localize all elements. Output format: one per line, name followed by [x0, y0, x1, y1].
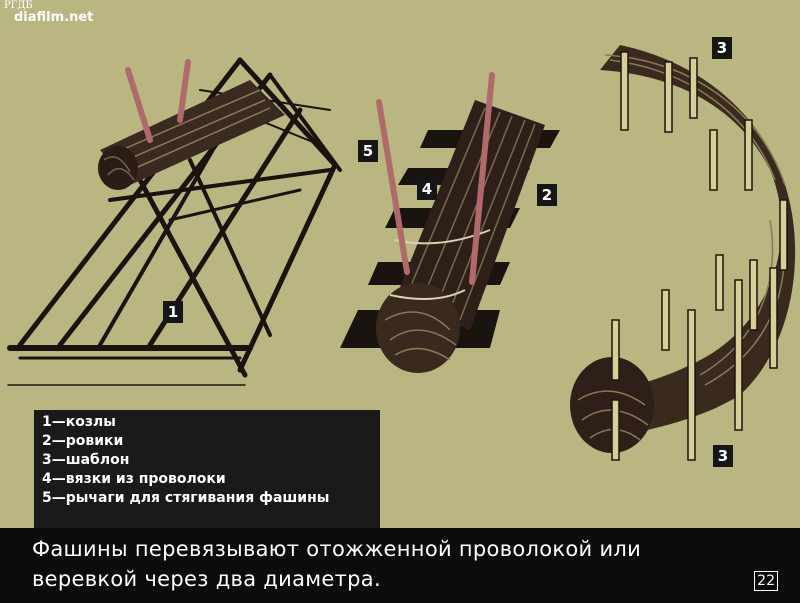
- trestle-levers: [125, 59, 191, 143]
- legend-panel: 1—козлы 2—ровики 3—шаблон 4—вязки из про…: [34, 410, 380, 528]
- label-5: 5: [358, 140, 378, 162]
- middle-levers: [376, 72, 495, 285]
- trestle-fascine-bundle: [98, 80, 285, 190]
- label-3-top: 3: [712, 37, 732, 59]
- legend-item: 5—рычаги для стягивания фашины: [42, 490, 330, 506]
- label-2: 2: [537, 184, 557, 206]
- watermark-site: diafilm.net: [14, 10, 94, 25]
- middle-fascine: [376, 100, 545, 373]
- label-4: 4: [417, 178, 437, 200]
- trestle-drawing: [7, 57, 342, 386]
- legend-item: 1—козлы: [42, 414, 116, 430]
- label-1: 1: [163, 301, 183, 323]
- watermark-rgdb: РГДБ: [4, 0, 33, 11]
- legend-item: 3—шаблон: [42, 452, 130, 468]
- caption-panel: Фашины перевязывают отожженной проволоко…: [0, 528, 800, 603]
- legend-item: 2—ровики: [42, 433, 124, 449]
- caption-line-1: Фашины перевязывают отожженной проволоко…: [32, 537, 642, 561]
- legend-item: 4—вязки из проволоки: [42, 471, 226, 487]
- template-stakes: [611, 51, 788, 461]
- frame-number: 22: [754, 571, 778, 591]
- template-curved-fascine: [570, 45, 796, 453]
- label-3-bottom: 3: [713, 445, 733, 467]
- caption-line-2: веревкой через два диаметра.: [32, 567, 381, 591]
